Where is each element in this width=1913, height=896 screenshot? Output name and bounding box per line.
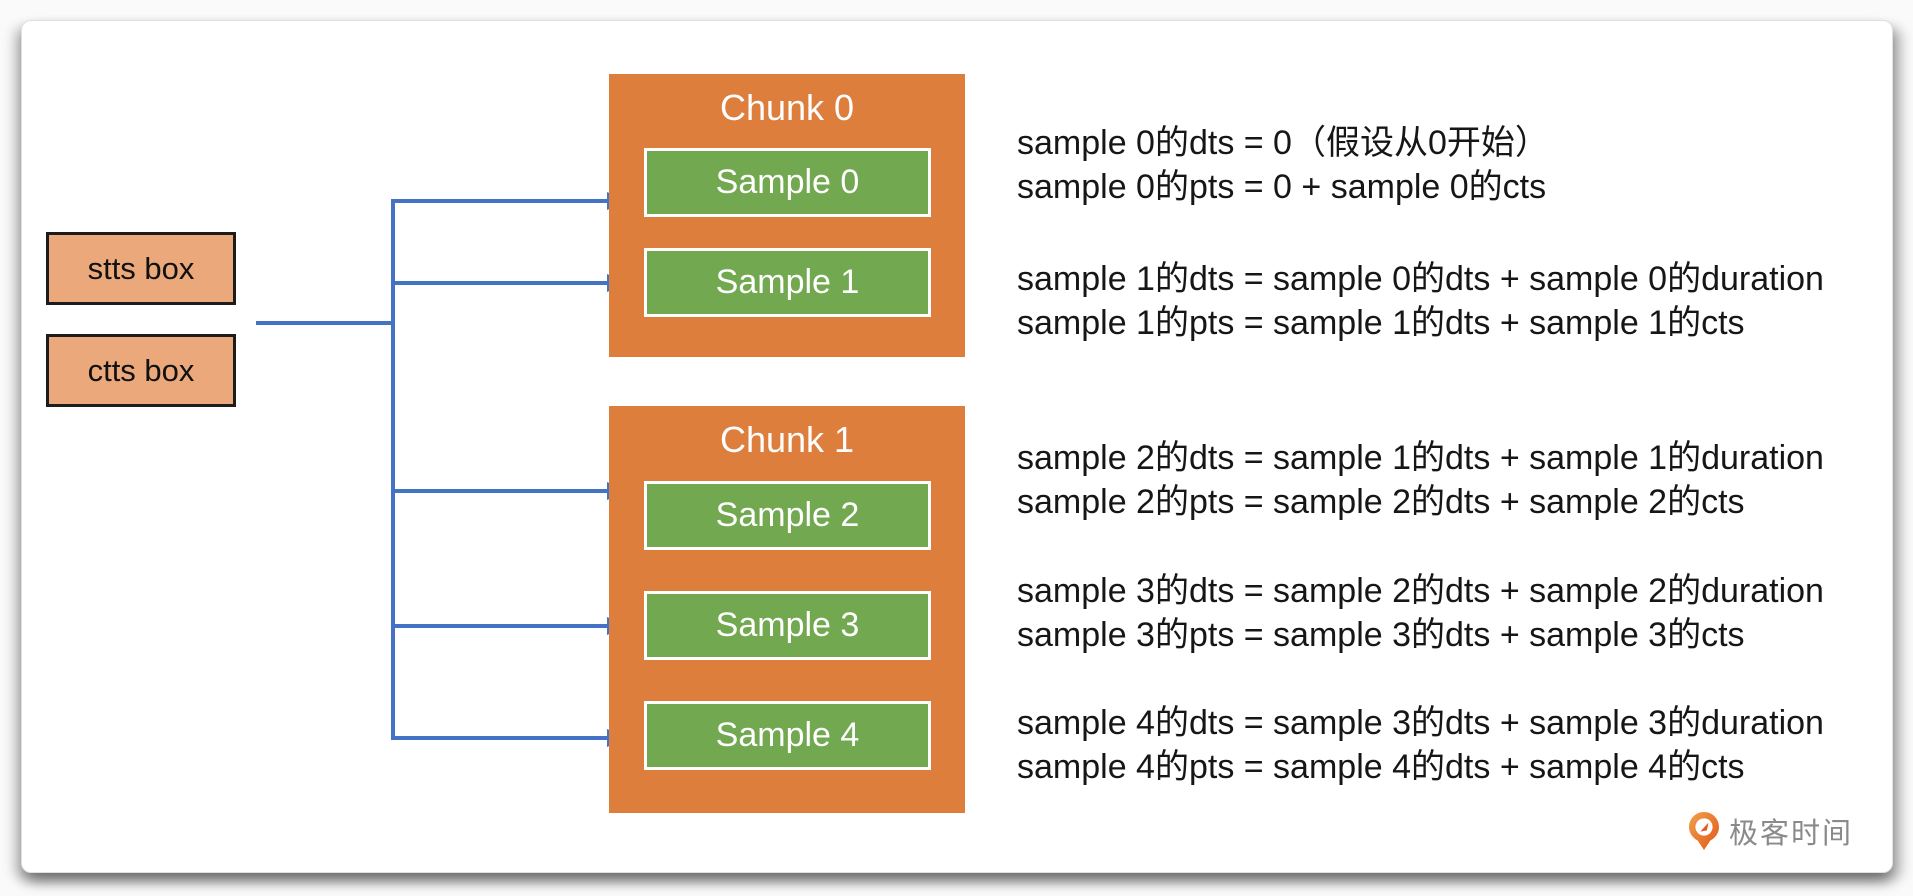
sample-1-label: Sample 1 [715, 263, 860, 301]
formula-block-sample-0: sample 0的dts = 0（假设从0开始） sample 0的pts = … [1017, 121, 1549, 209]
branch-line-sample-0 [391, 199, 609, 203]
sample-1-box: Sample 1 [644, 248, 931, 317]
connector-feeder-line [256, 321, 395, 325]
formula-block-sample-1: sample 1的dts = sample 0的dts + sample 0的d… [1017, 257, 1824, 345]
branch-line-sample-4 [391, 736, 609, 740]
chunk-1-box: Chunk 1 Sample 2 Sample 3 Sample 4 [609, 406, 965, 813]
stts-box: stts box [46, 232, 236, 305]
formula-block-sample-4: sample 4的dts = sample 3的dts + sample 3的d… [1017, 701, 1824, 789]
formula-line: sample 2的dts = sample 1的dts + sample 1的d… [1017, 439, 1824, 477]
geektime-logo-text: 极客时间 [1729, 818, 1854, 850]
sample-3-box: Sample 3 [644, 591, 931, 660]
sample-2-label: Sample 2 [715, 496, 860, 534]
formula-line: sample 4的dts = sample 3的dts + sample 3的d… [1017, 704, 1824, 742]
formula-line: sample 3的pts = sample 3的dts + sample 3的c… [1017, 616, 1745, 654]
formula-line: sample 1的pts = sample 1的dts + sample 1的c… [1017, 304, 1745, 342]
sample-4-label: Sample 4 [715, 716, 860, 754]
ctts-box: ctts box [46, 334, 236, 407]
sample-0-label: Sample 0 [715, 163, 860, 201]
stts-box-label: stts box [87, 250, 195, 286]
formula-line: sample 0的dts = 0（假设从0开始） [1017, 124, 1549, 162]
formula-block-sample-2: sample 2的dts = sample 1的dts + sample 1的d… [1017, 436, 1824, 524]
formula-line: sample 1的dts = sample 0的dts + sample 0的d… [1017, 260, 1824, 298]
formula-line: sample 3的dts = sample 2的dts + sample 2的d… [1017, 572, 1824, 610]
formula-line: sample 4的pts = sample 4的dts + sample 4的c… [1017, 748, 1745, 786]
sample-4-box: Sample 4 [644, 701, 931, 770]
chunk-0-title: Chunk 0 [719, 87, 855, 128]
branch-line-sample-3 [391, 624, 609, 628]
geektime-pin-icon [1689, 812, 1719, 850]
formula-line: sample 0的pts = 0 + sample 0的cts [1017, 168, 1547, 206]
sample-2-box: Sample 2 [644, 481, 931, 550]
diagram-card: stts box ctts box Chunk 0 Sample 0 Sampl… [21, 20, 1893, 873]
formula-line: sample 2的pts = sample 2的dts + sample 2的c… [1017, 483, 1745, 521]
chunk-1-title: Chunk 1 [719, 419, 855, 460]
sample-0-box: Sample 0 [644, 148, 931, 217]
sample-3-label: Sample 3 [715, 606, 860, 644]
formula-block-sample-3: sample 3的dts = sample 2的dts + sample 2的d… [1017, 569, 1824, 657]
ctts-box-label: ctts box [87, 352, 195, 388]
branch-line-sample-1 [391, 281, 609, 285]
geektime-logo: 极客时间 [1688, 810, 1853, 852]
connector-trunk-line [391, 199, 395, 740]
chunk-0-box: Chunk 0 Sample 0 Sample 1 [609, 74, 965, 357]
branch-line-sample-2 [391, 489, 609, 493]
